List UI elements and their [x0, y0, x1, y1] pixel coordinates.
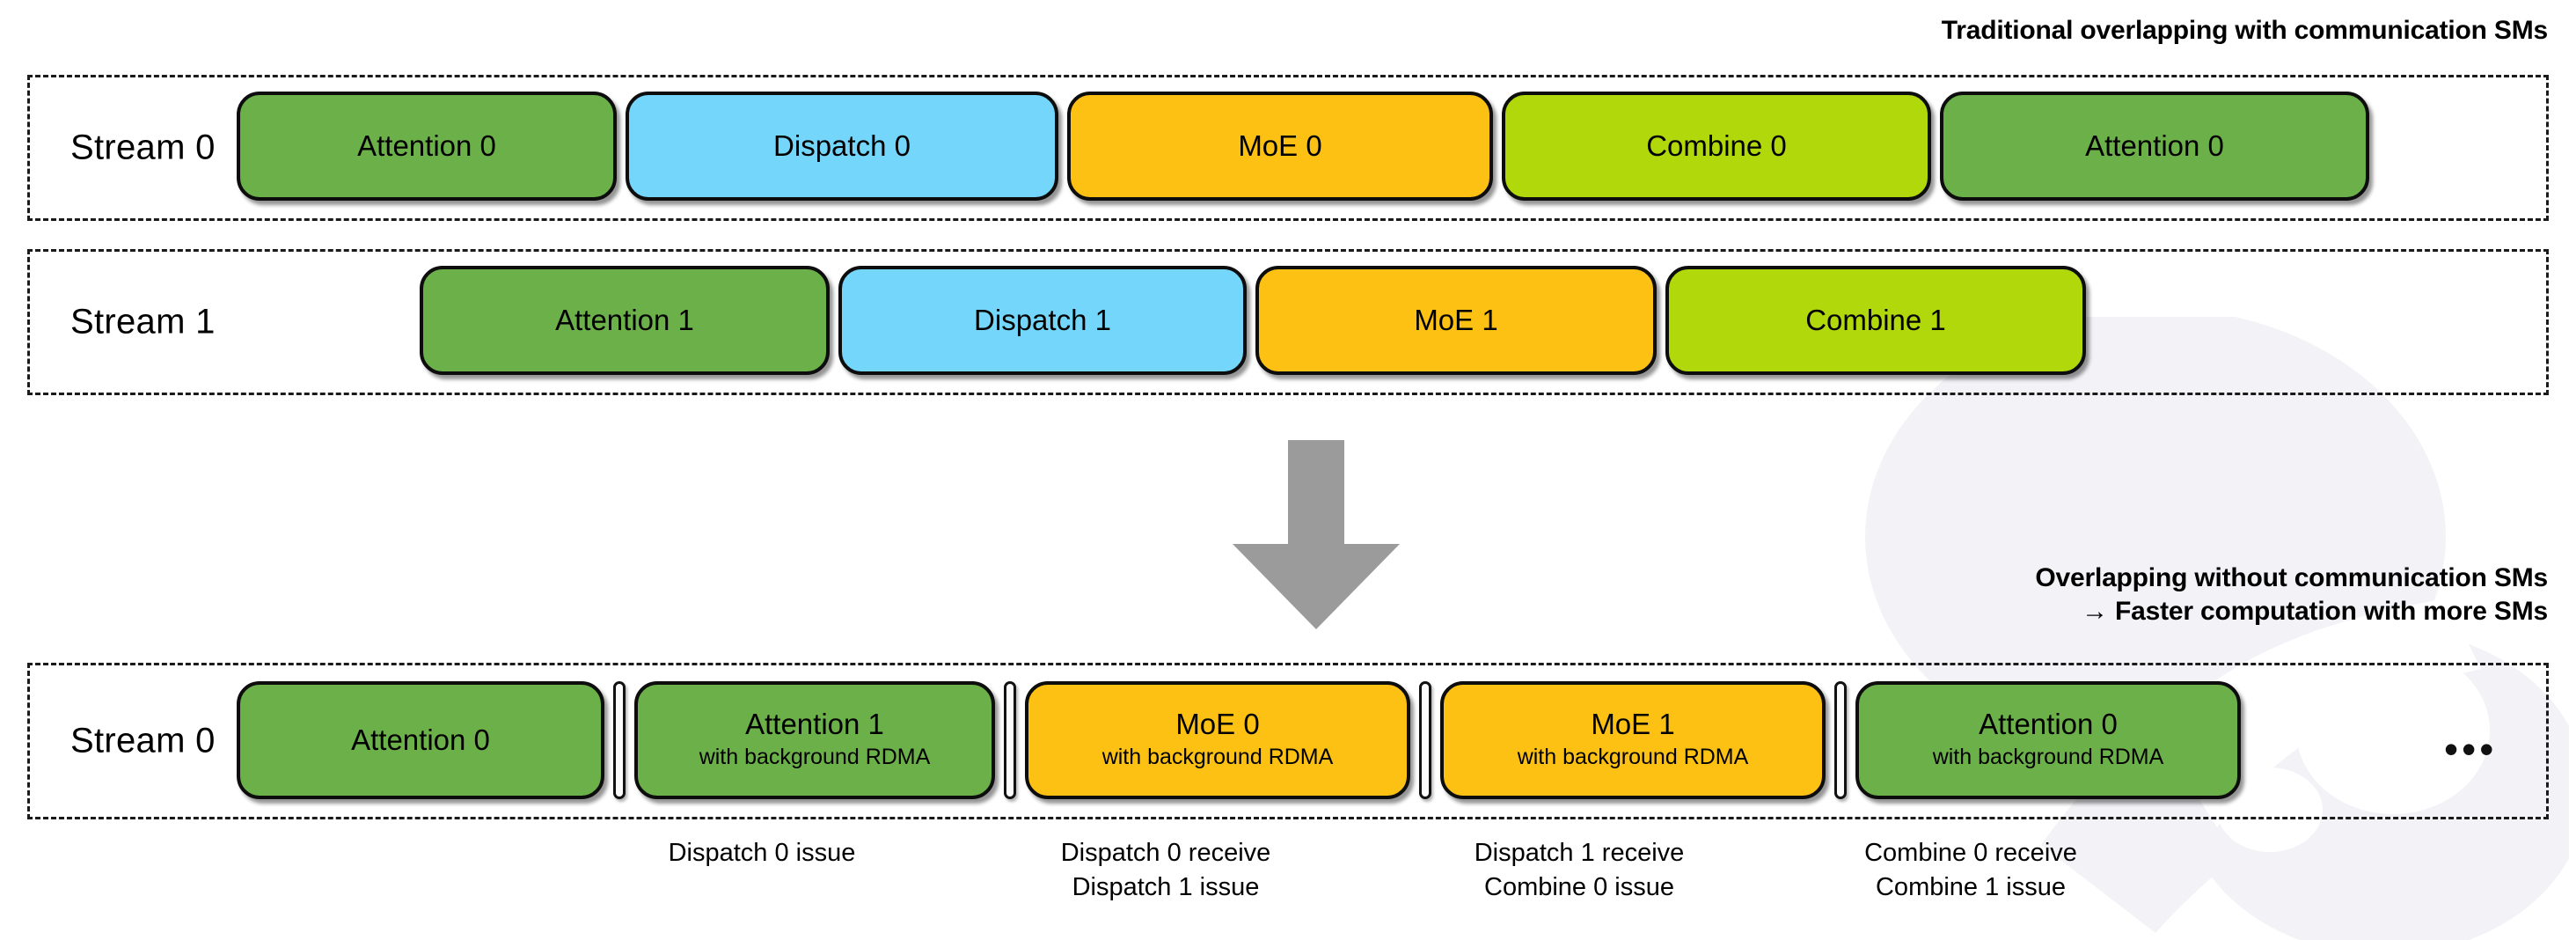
box-attention-0-bottom-2[interactable]: Attention 0 with background RDMA [1855, 681, 2241, 799]
box-title: Attention 0 [2085, 129, 2224, 162]
lane-label-stream0-top: Stream 0 [70, 128, 216, 167]
box-title: Attention 0 [1979, 708, 2118, 741]
box-title: Combine 0 [1646, 129, 1787, 162]
box-title: MoE 1 [1591, 708, 1675, 741]
box-title: Combine 1 [1805, 303, 1946, 336]
box-combine-1[interactable]: Combine 1 [1665, 266, 2086, 375]
box-moe-0-top[interactable]: MoE 0 [1067, 92, 1493, 201]
box-subtitle: with background RDMA [1517, 744, 1749, 769]
box-title: MoE 0 [1238, 129, 1322, 162]
box-attention-0-bottom[interactable]: Attention 0 [237, 681, 604, 799]
event-note-combine-0-receive: Combine 0 receive Combine 1 issue [1864, 839, 2077, 901]
box-dispatch-1[interactable]: Dispatch 1 [838, 266, 1247, 375]
separator-dispatch-1-receive [1419, 681, 1431, 799]
box-attention-1-bottom[interactable]: Attention 1 with background RDMA [634, 681, 995, 799]
box-title: Attention 0 [357, 129, 496, 162]
event-note-dispatch-0-receive: Dispatch 0 receive Dispatch 1 issue [1060, 839, 1271, 901]
box-title: Dispatch 1 [974, 303, 1111, 336]
box-moe-0-bottom[interactable]: MoE 0 with background RDMA [1025, 681, 1410, 799]
box-moe-1[interactable]: MoE 1 [1255, 266, 1657, 375]
box-title: Attention 0 [351, 723, 490, 756]
box-moe-1-bottom[interactable]: MoE 1 with background RDMA [1440, 681, 1826, 799]
top-section-caption: Traditional overlapping with communicati… [1941, 16, 2548, 45]
box-attention-0-top[interactable]: Attention 0 [237, 92, 617, 201]
lane-stream1-traditional: Stream 1 Attention 1 Dispatch 1 MoE 1 Co… [27, 249, 2549, 395]
box-title: Dispatch 0 [773, 129, 911, 162]
box-attention-1[interactable]: Attention 1 [420, 266, 830, 375]
box-title: MoE 1 [1414, 303, 1498, 336]
separator-dispatch-0-receive [1004, 681, 1016, 799]
down-arrow-icon [1233, 440, 1400, 629]
lane-stream0-optimized: Stream 0 Attention 0 Attention 1 with ba… [27, 663, 2549, 819]
box-combine-0-top[interactable]: Combine 0 [1502, 92, 1931, 201]
lane-label-stream1: Stream 1 [70, 302, 216, 341]
box-subtitle: with background RDMA [1932, 744, 2164, 769]
box-subtitle: with background RDMA [699, 744, 931, 769]
continuation-ellipsis: ••• [2444, 726, 2498, 772]
box-title: Attention 1 [745, 708, 884, 741]
box-subtitle: with background RDMA [1101, 744, 1334, 769]
lane-stream0-traditional: Stream 0 Attention 0 Dispatch 0 MoE 0 Co… [27, 75, 2549, 221]
bottom-section-caption: Overlapping without communication SMs → … [2035, 563, 2548, 627]
event-note-dispatch-1-receive: Dispatch 1 receive Combine 0 issue [1474, 839, 1685, 901]
separator-dispatch-0-issue [613, 681, 626, 799]
lane-label-stream0-bottom: Stream 0 [70, 721, 216, 760]
box-attention-0-top-2[interactable]: Attention 0 [1940, 92, 2369, 201]
event-note-dispatch-0-issue: Dispatch 0 issue [668, 839, 856, 867]
box-dispatch-0-top[interactable]: Dispatch 0 [626, 92, 1058, 201]
separator-combine-0-receive [1834, 681, 1847, 799]
box-title: Attention 1 [555, 303, 694, 336]
box-title: MoE 0 [1175, 708, 1260, 741]
